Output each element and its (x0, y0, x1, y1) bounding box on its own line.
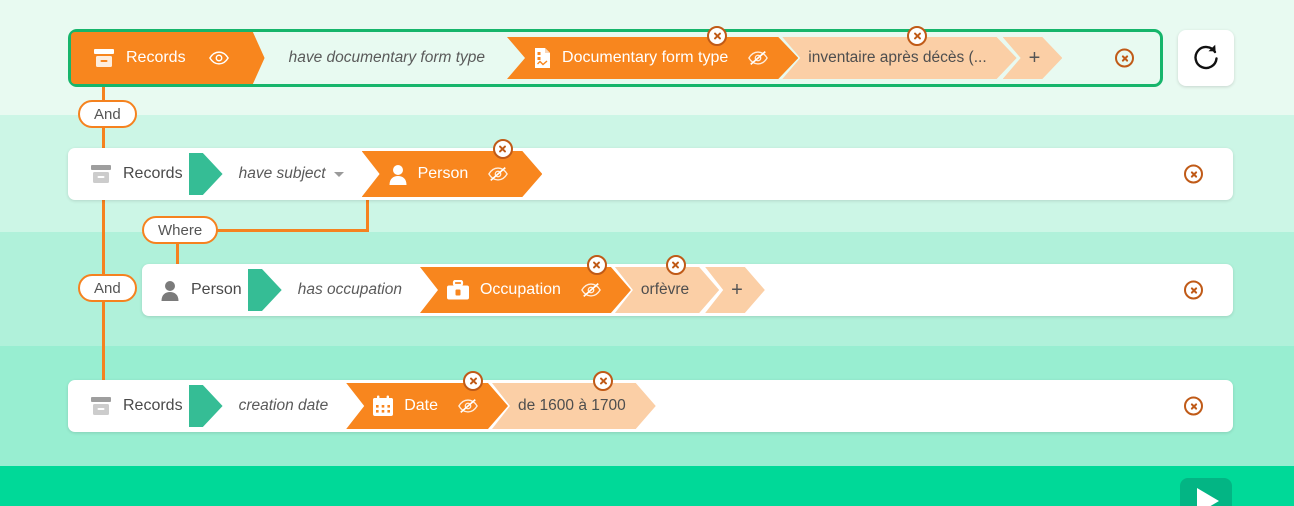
row-1-add-label: + (1028, 46, 1041, 69)
row-3-predicate-label: has occupation (297, 281, 402, 298)
connector-label: And (94, 279, 121, 297)
connector-line-5 (176, 244, 179, 264)
row-1-value-delete[interactable] (907, 26, 928, 46)
footer-bar (0, 466, 1294, 506)
row-3-subject-label: Person (191, 281, 242, 298)
row-2-predicate-label: have subject (238, 165, 326, 182)
row-3-add-label: + (731, 278, 743, 301)
query-row-2[interactable]: Records have subject Person (68, 139, 1233, 200)
row-3-delete-button[interactable] (1184, 280, 1203, 300)
connector-and-2[interactable]: And (78, 274, 137, 302)
row-2-predicate[interactable]: have subject (225, 165, 358, 183)
row-1-object-chip[interactable]: Documentary form type (507, 37, 798, 79)
row-3-predicate[interactable]: has occupation (284, 281, 416, 299)
archive-icon (93, 48, 115, 68)
row-4-subject-label: Records (123, 397, 183, 414)
archive-icon (90, 396, 112, 416)
refresh-icon (1191, 43, 1221, 73)
eye-off-icon[interactable] (488, 166, 508, 182)
row-3-object-label: Occupation (479, 281, 561, 298)
calendar-icon (372, 395, 394, 417)
connector-label: And (94, 105, 121, 123)
row-4-value-chip[interactable]: de 1600 à 1700 (492, 383, 656, 429)
row-1-subject[interactable]: Records (71, 32, 239, 84)
row-4-predicate-label: creation date (238, 397, 329, 414)
row-4-chevron-icon (188, 385, 223, 427)
row-2-object-label: Person (417, 165, 469, 182)
row-1-value-chip[interactable]: inventaire après décès (... (782, 37, 1016, 79)
connector-line-trunk (102, 198, 105, 274)
row-4-value-label: de 1600 à 1700 (518, 397, 626, 414)
row-4-value-delete[interactable] (593, 371, 614, 391)
connector-line-2 (102, 128, 105, 150)
eye-off-icon[interactable] (458, 398, 478, 414)
person-icon (388, 164, 408, 185)
row-2-subject-label: Records (123, 165, 183, 182)
row-1-object-delete[interactable] (707, 26, 728, 46)
query-row-3[interactable]: Person has occupation Occupation (142, 255, 1233, 316)
play-icon (1197, 488, 1219, 506)
row-4-object-label: Date (404, 397, 438, 414)
row-3-object-group: Occupation orfèvre + (420, 255, 765, 313)
archive-icon (90, 164, 112, 184)
row-1-value-label: inventaire après décès (... (808, 49, 987, 66)
run-query-button[interactable] (1180, 478, 1232, 506)
query-row-1[interactable]: Records have documentary form type (68, 26, 1163, 87)
row-2-object-chip[interactable]: Person (362, 151, 543, 197)
row-4-delete-button[interactable] (1184, 396, 1203, 416)
connector-line-4 (206, 229, 369, 232)
row-4-object-group: Date de 1600 à 1700 (346, 371, 656, 429)
row-3-value-label: orfèvre (640, 281, 690, 298)
refresh-button[interactable] (1178, 30, 1234, 86)
row-4-subject[interactable]: Records (68, 380, 183, 432)
eye-icon[interactable] (208, 51, 229, 65)
person-icon (160, 280, 180, 301)
document-icon (533, 47, 552, 69)
row-2-delete-button[interactable] (1184, 164, 1203, 184)
row-4-object-chip[interactable]: Date (346, 383, 508, 429)
row-4-predicate[interactable]: creation date (225, 397, 343, 415)
connector-and-1[interactable]: And (78, 100, 137, 128)
row-2-object-group: Person (362, 139, 543, 197)
row-2-subject[interactable]: Records (68, 148, 183, 200)
row-4-object-delete[interactable] (463, 371, 484, 391)
row-3-value-delete[interactable] (665, 255, 686, 275)
row-1-predicate-label: have documentary form type (288, 49, 486, 66)
row-1-object-group: Documentary form type inventaire après d… (507, 26, 1062, 79)
row-2-chevron-icon (188, 153, 223, 195)
row-1-subject-arrow (238, 32, 265, 84)
connector-line-3 (366, 196, 369, 232)
connector-label: Where (158, 221, 203, 239)
row-3-object-delete[interactable] (586, 255, 607, 275)
chevron-down-icon[interactable] (333, 171, 344, 177)
row-1-delete-button[interactable] (1115, 48, 1134, 68)
briefcase-icon (446, 280, 470, 301)
eye-off-icon[interactable] (748, 50, 768, 66)
row-2-object-delete[interactable] (492, 139, 513, 159)
connector-where-1[interactable]: Where (142, 216, 219, 244)
row-3-object-chip[interactable]: Occupation (420, 267, 631, 313)
row-1-predicate[interactable]: have documentary form type (275, 49, 499, 67)
query-row-4[interactable]: Records creation date (68, 371, 1233, 432)
row-1-subject-label: Records (126, 49, 186, 66)
row-1-object-label: Documentary form type (562, 49, 729, 66)
eye-off-icon[interactable] (581, 282, 601, 298)
row-3-subject[interactable]: Person (142, 264, 242, 316)
row-3-chevron-icon (247, 269, 282, 311)
connector-line-trunk-2 (102, 302, 105, 382)
